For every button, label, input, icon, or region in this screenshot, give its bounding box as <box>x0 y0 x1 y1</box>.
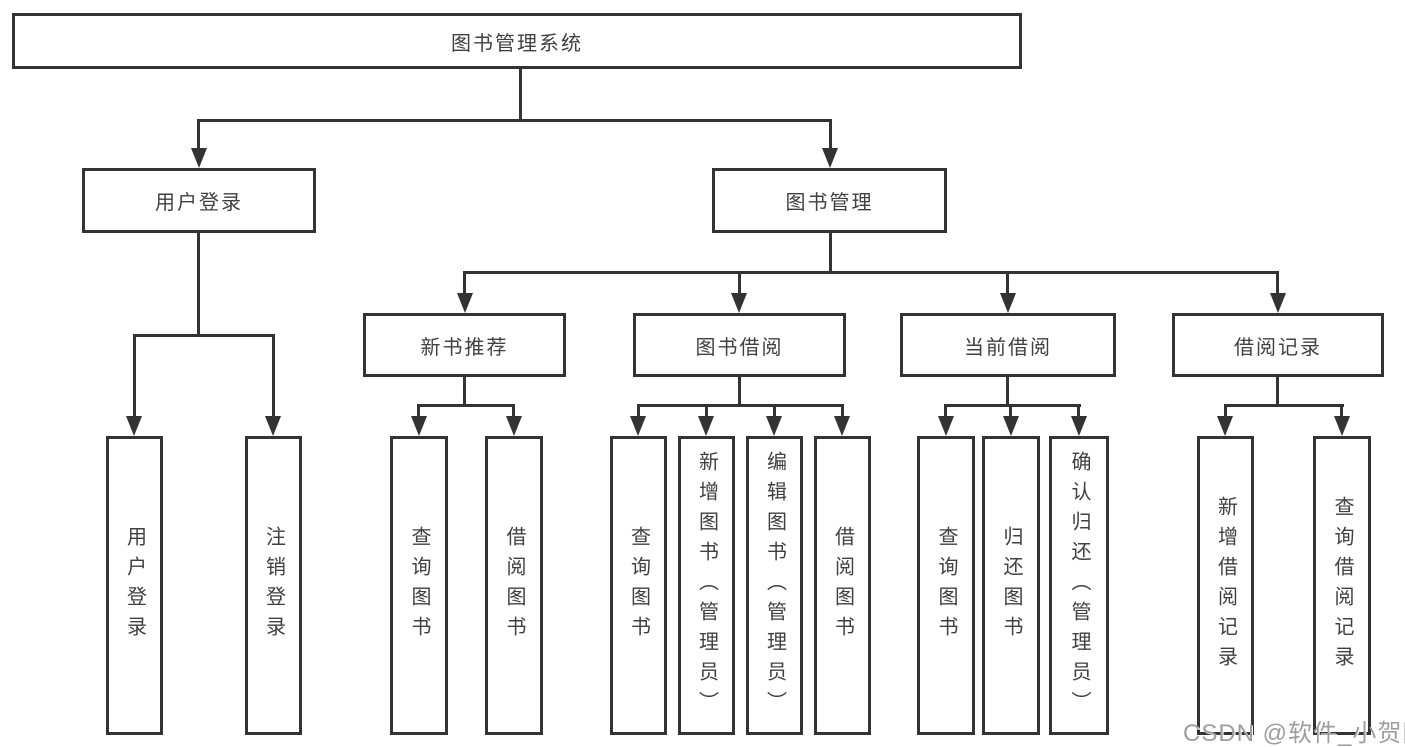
edge-drop-current-confirm <box>1077 404 1080 419</box>
arrowhead-current-return <box>1003 416 1019 436</box>
leaf-borrow-edit-books-admin: 编辑图书（管理员） <box>746 436 803 735</box>
node-book-borrow: 图书借阅 <box>633 313 846 377</box>
edge-drop-login <box>133 334 136 418</box>
arrowhead-book-management <box>822 148 838 168</box>
arrowhead-current-query <box>938 416 954 436</box>
arrowhead-borrow-add <box>698 416 714 436</box>
arrowhead-new-book-recommend <box>457 293 473 313</box>
leaf-records-query-record: 查询借阅记录 <box>1313 436 1371 735</box>
leaf-current-query-books: 查询图书 <box>917 436 975 735</box>
edge-book-management-stem <box>829 233 832 274</box>
edge-borrow-split <box>637 404 844 407</box>
edge-recommend-stem <box>463 377 466 407</box>
leaf-user-login: 用户登录 <box>106 436 163 735</box>
edge-user-login-stem <box>197 233 200 337</box>
edge-drop-new-book-recommend <box>463 271 466 296</box>
watermark: CSDN @软件_小贺同学 <box>1183 720 1405 747</box>
arrowhead-user-login <box>191 148 207 168</box>
edge-root-split <box>197 119 832 122</box>
leaf-borrow-add-books-admin: 新增图书（管理员） <box>678 436 735 735</box>
node-book-management: 图书管理 <box>712 168 947 233</box>
edge-drop-recommend-borrow <box>512 404 515 419</box>
edge-drop-records-add <box>1224 404 1227 419</box>
edge-drop-book-management <box>829 119 832 150</box>
edge-drop-current-query <box>944 404 947 419</box>
edge-drop-current-borrow <box>1006 271 1009 296</box>
edge-records-split <box>1224 404 1344 407</box>
leaf-recommend-query-books: 查询图书 <box>390 436 448 735</box>
node-new-book-recommend: 新书推荐 <box>363 313 566 377</box>
node-root-system: 图书管理系统 <box>12 13 1022 69</box>
arrowhead-borrow-borrow <box>834 416 850 436</box>
arrowhead-records-add <box>1217 416 1233 436</box>
edge-book-management-split <box>463 271 1279 274</box>
edge-drop-borrow-borrow <box>841 404 844 419</box>
leaf-current-return-books: 归还图书 <box>982 436 1040 735</box>
edge-records-stem <box>1276 377 1279 407</box>
edge-borrow-stem <box>738 377 741 407</box>
node-user-login: 用户登录 <box>82 168 316 233</box>
edge-drop-book-borrow <box>738 271 741 296</box>
edge-current-split <box>944 404 1081 407</box>
edge-drop-borrow-query <box>637 404 640 419</box>
node-current-borrow: 当前借阅 <box>900 313 1116 377</box>
edge-drop-records-query <box>1340 404 1343 419</box>
leaf-logout: 注销登录 <box>245 436 302 735</box>
arrowhead-login <box>126 416 142 436</box>
arrowhead-current-borrow <box>1000 293 1016 313</box>
edge-user-login-split <box>133 334 275 337</box>
leaf-current-confirm-return-admin: 确认归还（管理员） <box>1049 436 1109 735</box>
arrowhead-borrow-query <box>630 416 646 436</box>
edge-drop-current-return <box>1009 404 1012 419</box>
edge-recommend-split <box>417 404 515 407</box>
leaf-records-add-record: 新增借阅记录 <box>1197 436 1254 735</box>
edge-drop-user-login <box>197 119 200 150</box>
arrowhead-logout <box>265 416 281 436</box>
leaf-borrow-query-books: 查询图书 <box>610 436 667 735</box>
arrowhead-borrow-records <box>1270 293 1286 313</box>
node-borrow-records: 借阅记录 <box>1172 313 1384 377</box>
edge-current-stem <box>1006 377 1009 407</box>
arrowhead-book-borrow <box>731 293 747 313</box>
leaf-borrow-borrow-books: 借阅图书 <box>814 436 871 735</box>
edge-drop-borrow-records <box>1276 271 1279 296</box>
edge-drop-recommend-query <box>417 404 420 419</box>
edge-drop-borrow-add <box>705 404 708 419</box>
arrowhead-recommend-query <box>411 416 427 436</box>
leaf-recommend-borrow-books: 借阅图书 <box>485 436 543 735</box>
arrowhead-current-confirm <box>1071 416 1087 436</box>
edge-root-stem <box>519 69 522 121</box>
edge-drop-borrow-edit <box>773 404 776 419</box>
arrowhead-borrow-edit <box>766 416 782 436</box>
arrowhead-records-query <box>1334 416 1350 436</box>
edge-drop-logout <box>272 334 275 418</box>
arrowhead-recommend-borrow <box>506 416 522 436</box>
